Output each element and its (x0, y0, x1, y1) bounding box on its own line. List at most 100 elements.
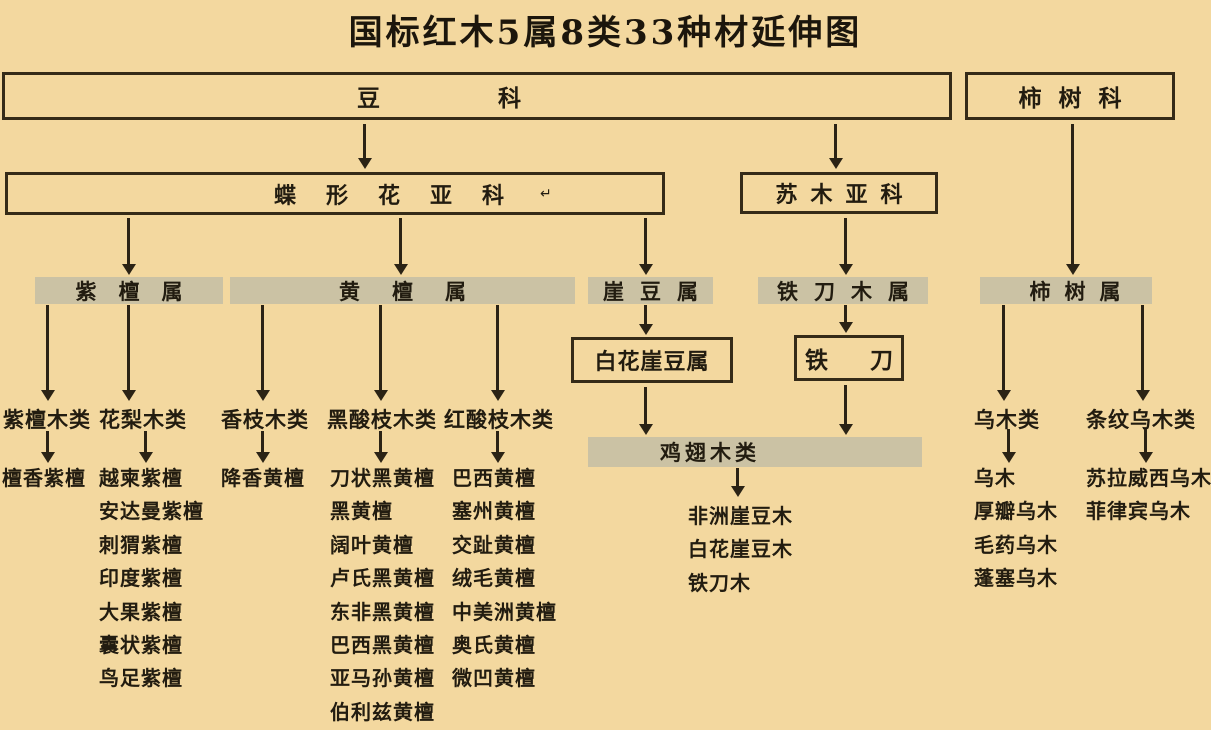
arrow-white-flower-millettia-to-jichimu (644, 387, 647, 425)
species-item: 东非黑黄檀 (330, 599, 435, 624)
arrow-persimmon-to-diospyros (1071, 124, 1074, 265)
species-item: 奥氏黄檀 (452, 633, 536, 658)
species-item: 巴西黄檀 (452, 466, 536, 490)
arrow-senna-to-tiedao (844, 305, 847, 323)
species-item: 刀状黑黄檀 (330, 466, 435, 490)
species-item: 檀香紫檀 (2, 466, 86, 490)
arrow-jichimu-to-species (736, 468, 739, 487)
species-item: 微凹黄檀 (452, 666, 536, 691)
return-mark: ↵ (540, 185, 582, 202)
species-list-jichimu: 非洲崖豆木白花崖豆木铁刀木 (688, 500, 793, 600)
genus-label-white-flower-millettia: 白花崖豆属 (594, 350, 710, 375)
category-bar-jichimu: 鸡翅木类 (588, 437, 922, 467)
arrow-hongsuanzhimu-to-species (496, 431, 499, 453)
genus-box-white-flower-millettia: 白花崖豆属 (571, 337, 733, 383)
species-item: 印度紫檀 (99, 566, 183, 591)
species-item: 非洲崖豆木 (688, 504, 793, 528)
species-item: 白花崖豆木 (688, 537, 793, 562)
arrow-diospyros-to-wumu (1002, 305, 1005, 391)
subfamily-label-caesalpinioideae: 苏木亚科 (775, 183, 916, 208)
arrow-tiaowen-wumu-to-species (1144, 429, 1147, 453)
arrow-legume-to-caesalpinioideae (834, 124, 837, 159)
species-list-xiangzhimu: 降香黄檀 (221, 462, 305, 495)
arrow-tiedao-to-jichimu (844, 385, 847, 425)
genus-label-millettia: 崖豆属 (603, 279, 714, 304)
category-label-heisuanzhimu: 黑酸枝木类 (327, 408, 437, 432)
genus-bar-diospyros: 柿树属 (980, 277, 1152, 304)
arrow-papilionoideae-to-millettia (644, 218, 647, 265)
species-item: 交趾黄檀 (452, 532, 536, 557)
arrow-heisuanzhimu-to-species (379, 431, 382, 453)
arrow-dalbergia-to-hongsuanzhimu (496, 305, 499, 391)
category-label-jichimu: 鸡翅木类 (660, 441, 760, 465)
species-list-hongsuanzhimu: 巴西黄檀塞州黄檀交趾黄檀绒毛黄檀中美洲黄檀奥氏黄檀微凹黄檀 (452, 462, 557, 696)
arrow-xiangzhimu-to-species (261, 431, 264, 453)
species-list-wumu: 乌木厚瓣乌木毛药乌木蓬塞乌木 (974, 462, 1058, 596)
species-item: 阔叶黄檀 (330, 532, 414, 557)
species-item: 巴西黑黄檀 (330, 633, 435, 658)
arrow-wumu-to-species (1007, 429, 1010, 453)
species-item: 卢氏黑黄檀 (330, 566, 435, 591)
family-box-persimmon: 柿树科 (965, 72, 1175, 120)
genus-bar-senna: 铁刀木属 (758, 277, 928, 304)
genus-bar-millettia: 崖豆属 (588, 277, 713, 304)
species-item: 塞州黄檀 (452, 499, 536, 524)
arrow-zitan-to-species (46, 431, 49, 453)
subfamily-box-papilionoideae: 蝶形花亚科 ↵ (5, 172, 665, 215)
category-label-zitan: 紫檀木类 (3, 408, 91, 432)
genus-bar-pterocarpus: 紫檀属 (35, 277, 223, 304)
arrow-legume-to-papilionoideae (363, 124, 366, 159)
species-item: 大果紫檀 (99, 599, 183, 624)
category-label-tiaowen-wumu: 条纹乌木类 (1086, 408, 1196, 432)
genus-label-diospyros: 柿树属 (1029, 279, 1135, 304)
species-item: 安达曼紫檀 (99, 499, 204, 524)
arrow-papilionoideae-to-dalbergia (399, 218, 402, 265)
genus-label-pterocarpus: 紫檀属 (75, 279, 205, 304)
arrow-pterocarpus-to-hualimu (127, 305, 130, 391)
family-box-legume: 豆科 (2, 72, 952, 120)
arrow-dalbergia-to-xiangzhimu (261, 305, 264, 391)
arrow-pterocarpus-to-zitan (46, 305, 49, 391)
arrow-dalbergia-to-heisuanzhimu (379, 305, 382, 391)
species-item: 亚马孙黄檀 (330, 666, 435, 691)
arrow-caesalpinioideae-to-senna (844, 218, 847, 265)
species-item: 苏拉威西乌木 (1086, 466, 1211, 490)
category-label-hualimu: 花梨木类 (99, 408, 187, 432)
diagram-title: 国标红木5属8类33种材延伸图 (348, 13, 863, 53)
genus-label-dalbergia: 黄檀属 (339, 279, 498, 304)
arrow-hualimu-to-species (144, 431, 147, 453)
category-label-xiangzhimu: 香枝木类 (221, 408, 309, 432)
family-label-persimmon: 柿树科 (1018, 86, 1139, 112)
species-item: 中美洲黄檀 (452, 599, 557, 624)
species-item: 囊状紫檀 (99, 633, 183, 658)
species-item: 铁刀木 (688, 570, 751, 595)
species-list-tiaowen-wumu: 苏拉威西乌木菲律宾乌木 (1086, 462, 1211, 529)
species-item: 菲律宾乌木 (1086, 499, 1191, 524)
arrow-papilionoideae-to-pterocarpus (127, 218, 130, 265)
subfamily-label-papilionoideae: 蝶形花亚科 (274, 183, 535, 209)
species-list-zitan: 檀香紫檀 (2, 462, 86, 495)
species-item: 降香黄檀 (221, 466, 305, 490)
category-label-hongsuanzhimu: 红酸枝木类 (444, 408, 554, 432)
genus-box-tiedao: 铁刀 (794, 335, 904, 381)
species-item: 伯利兹黄檀 (330, 699, 435, 724)
genus-bar-dalbergia: 黄檀属 (230, 277, 575, 304)
category-label-wumu: 乌木类 (974, 408, 1040, 432)
species-item: 蓬塞乌木 (974, 566, 1058, 591)
subfamily-box-caesalpinioideae: 苏木亚科 (740, 172, 938, 214)
species-item: 越柬紫檀 (99, 466, 183, 490)
arrow-diospyros-to-tiaowen-wumu (1141, 305, 1144, 391)
species-item: 绒毛黄檀 (452, 566, 536, 591)
species-item: 毛药乌木 (974, 532, 1058, 557)
family-label-legume: 豆科 (357, 86, 639, 112)
arrow-millettia-to-white-flower-millettia (644, 305, 647, 325)
genus-label-senna: 铁刀木属 (777, 279, 925, 304)
species-item: 刺猬紫檀 (99, 532, 183, 557)
species-item: 厚瓣乌木 (974, 499, 1058, 524)
genus-label-tiedao: 铁刀 (805, 348, 935, 374)
species-item: 鸟足紫檀 (99, 666, 183, 691)
species-list-heisuanzhimu: 刀状黑黄檀黑黄檀阔叶黄檀卢氏黑黄檀东非黑黄檀巴西黑黄檀亚马孙黄檀伯利兹黄檀 (330, 462, 435, 729)
species-item: 乌木 (974, 466, 1016, 490)
species-list-hualimu: 越柬紫檀安达曼紫檀刺猬紫檀印度紫檀大果紫檀囊状紫檀鸟足紫檀 (99, 462, 204, 696)
